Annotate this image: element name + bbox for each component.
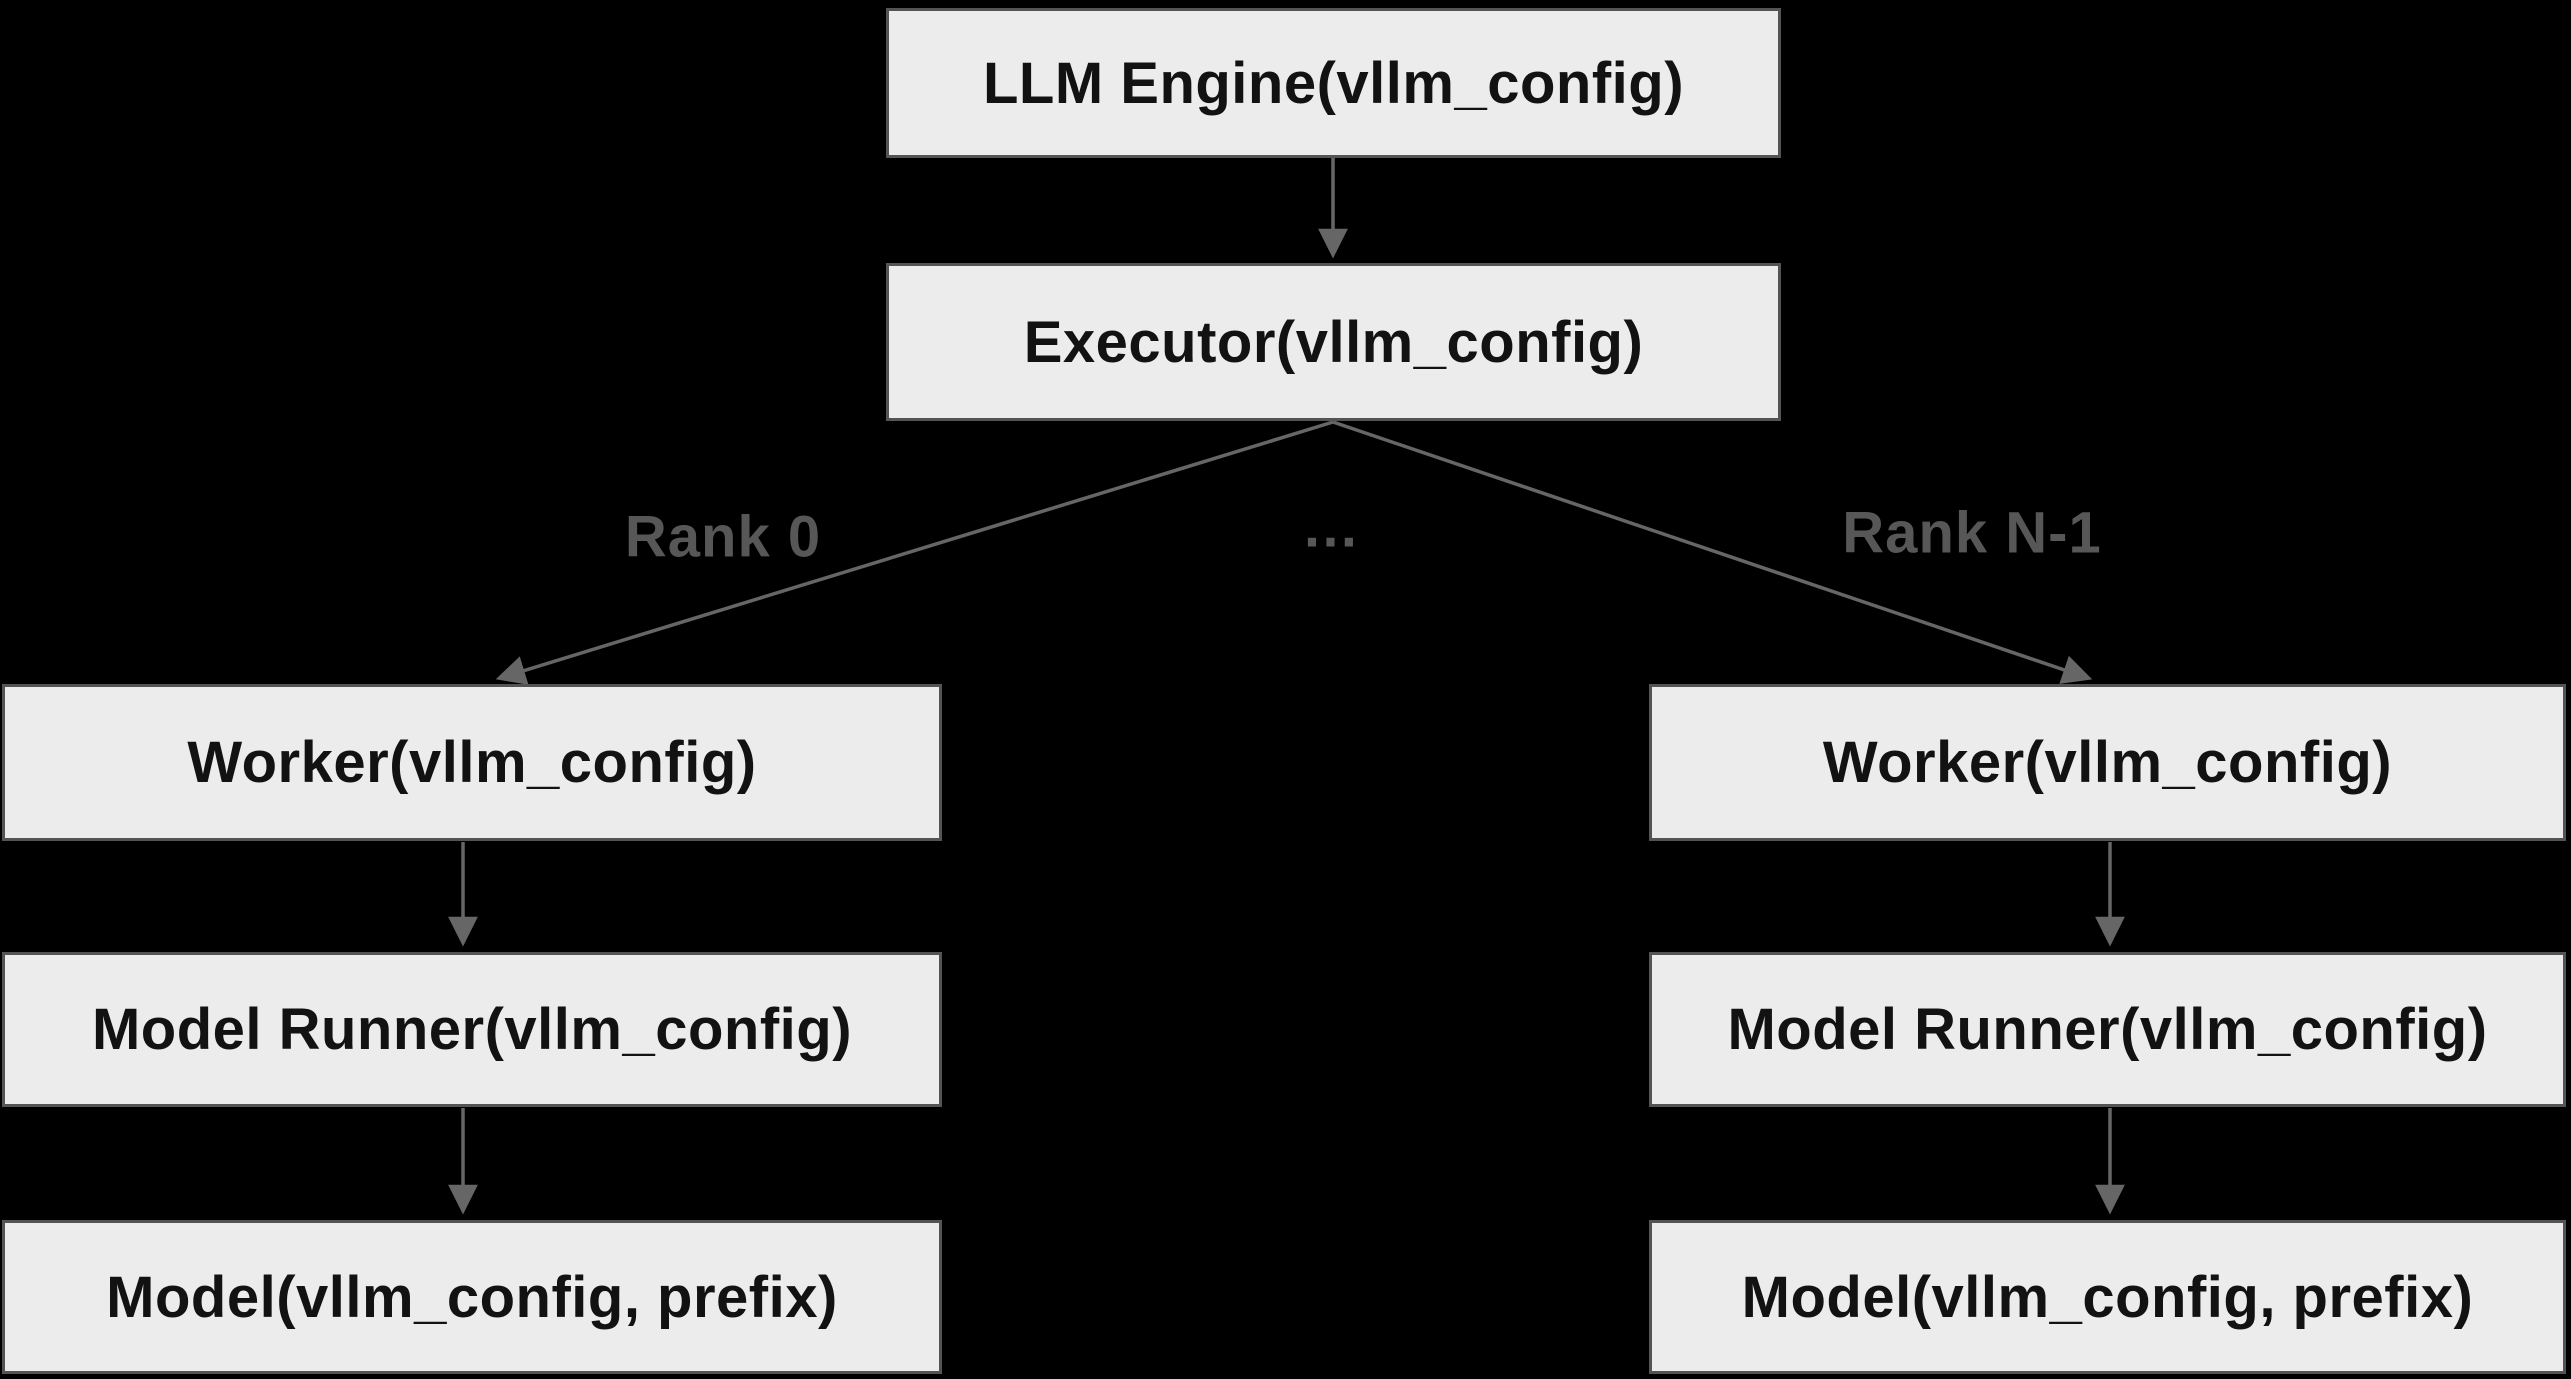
node-model-runner-left: Model Runner(vllm_config) [2, 952, 942, 1107]
edge-label-rank-0: Rank 0 [624, 504, 822, 570]
node-model-right-label: Model(vllm_config, prefix) [1741, 1264, 2474, 1330]
node-model-left: Model(vllm_config, prefix) [2, 1220, 942, 1374]
node-worker-right-label: Worker(vllm_config) [1822, 730, 2393, 795]
node-model-runner-left-label: Model Runner(vllm_config) [91, 997, 853, 1062]
edge-label-rank-n-1: Rank N-1 [1842, 500, 2102, 566]
node-worker-left-label: Worker(vllm_config) [187, 730, 757, 795]
node-model-runner-right-label: Model Runner(vllm_config) [1727, 997, 2488, 1062]
node-model-runner-right: Model Runner(vllm_config) [1649, 952, 2566, 1107]
node-executor-label: Executor(vllm_config) [1023, 309, 1644, 375]
edge-label-ellipsis: … [1301, 494, 1361, 560]
node-model-left-label: Model(vllm_config, prefix) [106, 1264, 838, 1330]
node-executor: Executor(vllm_config) [886, 263, 1781, 421]
node-worker-right: Worker(vllm_config) [1649, 684, 2566, 841]
node-worker-left: Worker(vllm_config) [2, 684, 942, 841]
node-model-right: Model(vllm_config, prefix) [1649, 1220, 2566, 1374]
node-llm-engine-label: LLM Engine(vllm_config) [982, 50, 1685, 116]
node-llm-engine: LLM Engine(vllm_config) [886, 8, 1781, 158]
